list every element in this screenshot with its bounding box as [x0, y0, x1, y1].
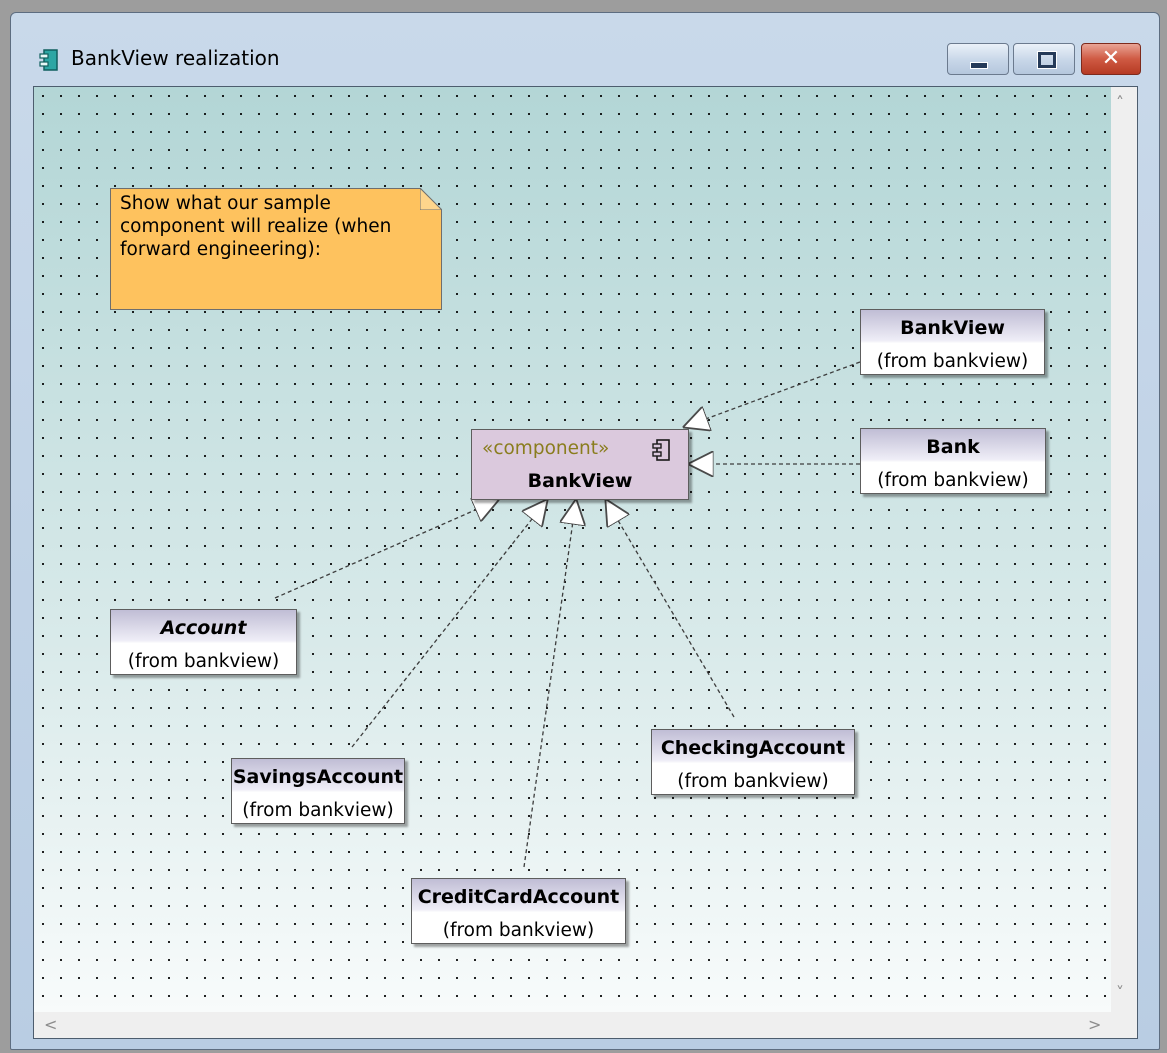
scrollbar-corner — [1111, 1012, 1137, 1038]
component-icon — [39, 49, 58, 71]
class-package: (from bankview) — [127, 651, 280, 672]
link-account[interactable] — [274, 500, 498, 599]
note-fold-corner — [420, 188, 442, 210]
class-credit-card-account[interactable]: CreditCardAccount (from bankview) — [411, 878, 626, 944]
realization-links — [274, 361, 861, 868]
minimize-button[interactable] — [947, 43, 1009, 75]
class-name: SavingsAccount — [232, 766, 404, 788]
class-package: (from bankview) — [877, 470, 1029, 491]
minimize-icon — [970, 62, 988, 69]
vertical-scrollbar[interactable]: ˄ ˅ — [1111, 87, 1137, 1013]
class-name: Account — [160, 617, 247, 639]
component-icon — [652, 439, 670, 461]
class-name: CheckingAccount — [660, 737, 846, 759]
scroll-up-icon[interactable]: ˄ — [1116, 93, 1124, 112]
maximize-icon — [1038, 52, 1056, 68]
link-bankview-class[interactable] — [684, 361, 861, 427]
class-bank[interactable]: Bank (from bankview) — [860, 428, 1046, 494]
close-button[interactable]: ✕ — [1081, 43, 1141, 75]
diagram-canvas[interactable]: Show what our sample component will real… — [34, 87, 1112, 1013]
class-package: (from bankview) — [876, 351, 1029, 372]
component-stereotype: «component» — [482, 438, 610, 459]
class-savings-account[interactable]: SavingsAccount (from bankview) — [231, 758, 405, 824]
diagram-area: Show what our sample component will real… — [33, 86, 1138, 1039]
class-bankview[interactable]: BankView (from bankview) — [860, 309, 1045, 375]
link-checking-account[interactable] — [606, 500, 735, 718]
class-name: BankView — [900, 317, 1005, 339]
window-title: BankView realization — [71, 46, 280, 70]
class-package: (from bankview) — [677, 771, 829, 792]
class-account[interactable]: Account (from bankview) — [110, 609, 297, 675]
note[interactable] — [110, 188, 442, 310]
link-savings-account[interactable] — [351, 500, 547, 748]
scroll-right-icon[interactable]: > — [1088, 1015, 1102, 1034]
diagram-window: BankView realization ✕ — [10, 12, 1160, 1050]
component-bankview[interactable]: «component» BankView — [471, 429, 689, 500]
class-name: CreditCardAccount — [417, 886, 620, 908]
class-package: (from bankview) — [242, 800, 394, 821]
class-checking-account[interactable]: CheckingAccount (from bankview) — [651, 729, 855, 795]
close-icon: ✕ — [1101, 46, 1121, 71]
maximize-button[interactable] — [1013, 43, 1075, 75]
scroll-left-icon[interactable]: < — [44, 1015, 58, 1034]
link-credit-card-account[interactable] — [523, 500, 576, 868]
class-name: Bank — [926, 436, 980, 458]
note-text: Show what our sample component will real… — [120, 193, 392, 260]
horizontal-scrollbar[interactable]: < > — [34, 1012, 1112, 1038]
scroll-down-icon[interactable]: ˅ — [1116, 983, 1124, 1002]
class-package: (from bankview) — [442, 920, 595, 941]
title-bar[interactable]: BankView realization ✕ — [11, 13, 1159, 83]
component-name: BankView — [527, 470, 633, 492]
